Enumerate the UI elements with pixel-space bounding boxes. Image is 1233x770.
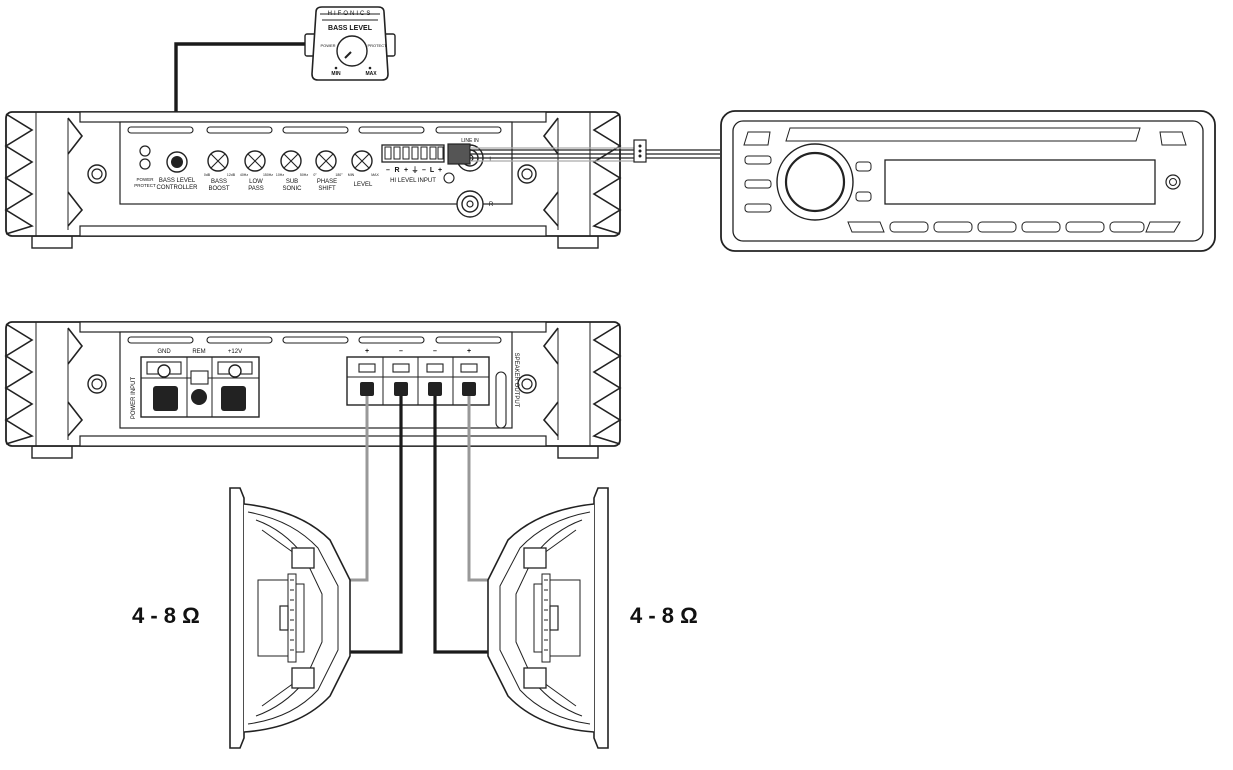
power-led-icon [139, 145, 151, 157]
knob-phase-shift[interactable] [315, 150, 337, 172]
knob-low-pass[interactable] [244, 150, 266, 172]
hi-level-term-7: + [438, 167, 442, 174]
rca-left-label: L [489, 157, 493, 163]
terminal-12v-label: +12V [228, 349, 242, 355]
power-label: POWER [136, 177, 154, 182]
rca-plug [447, 143, 471, 165]
knob-sub-sonic-label-2: SONIC [282, 186, 302, 192]
mount-screw-left-icon [87, 374, 107, 394]
speaker-wires [350, 396, 490, 654]
knob-bass-boost-max: 12dB [227, 173, 236, 177]
knob-low-pass-max: 150Hz [263, 173, 273, 177]
remote-right-tag: PROTECT [367, 43, 387, 48]
subwoofer-right [487, 487, 609, 749]
hi-level-term-1: – [386, 167, 390, 174]
hi-level-term-4: ⏚ [412, 166, 419, 174]
hi-level-term-2: R [394, 167, 399, 174]
knob-phase-shift-max: 180° [335, 173, 343, 177]
power-terminal-block[interactable] [140, 356, 260, 418]
speaker-terminal-block[interactable] [346, 356, 490, 406]
head-unit-display [884, 159, 1156, 205]
knob-bass-boost-label-2: BOOST [208, 186, 229, 192]
remote-left-tag: POWER [320, 43, 335, 48]
knob-level[interactable] [351, 150, 373, 172]
remote-brand: HIFONICS [328, 11, 373, 17]
hi-level-term-6: L [430, 167, 435, 174]
subwoofer-left [229, 487, 351, 749]
knob-sub-sonic-label: SUB [286, 179, 298, 185]
hi-level-input-label: HI LEVEL INPUT [390, 178, 436, 184]
knob-phase-shift-label-2: SHIFT [318, 186, 336, 192]
remote-max: MAX [365, 71, 377, 77]
protect-label: PROTECT [134, 183, 156, 188]
hi-level-input-terminal[interactable] [381, 144, 445, 163]
bass-level-controller-jack[interactable] [166, 151, 188, 173]
amplifier-bottom: POWER INPUT GND REM +12V + – – + [4, 321, 622, 459]
knob-level-max: MAX [371, 173, 379, 177]
rca-ring-icon [443, 172, 455, 184]
knob-bass-boost[interactable] [207, 150, 229, 172]
head-unit [720, 110, 1216, 252]
remote-title: BASS LEVEL [328, 25, 373, 32]
rca-jack-right[interactable] [456, 190, 484, 218]
terminal-gnd-label: GND [157, 349, 171, 355]
bass-level-remote[interactable]: HIFONICS BASS LEVEL POWER PROTECT MIN MA… [304, 6, 396, 81]
speaker-sign-2: – [399, 348, 403, 355]
knob-low-pass-label-2: PASS [248, 186, 264, 192]
knob-low-pass-min: 40Hz [240, 173, 248, 177]
terminal-rem-label: REM [192, 349, 205, 355]
knob-phase-shift-min: 0° [313, 173, 317, 177]
knob-bass-boost-label: BASS [211, 179, 227, 185]
hi-level-term-3: + [404, 167, 408, 174]
knob-phase-shift-label: PHASE [317, 179, 337, 185]
knob-low-pass-label: LOW [249, 179, 263, 185]
power-input-label: POWER INPUT [131, 377, 137, 420]
mount-screw-right-icon [517, 374, 537, 394]
rca-cable [470, 139, 720, 163]
remote-min: MIN [331, 71, 341, 77]
speaker-sign-4: + [467, 348, 471, 355]
knob-level-label: LEVEL [354, 182, 373, 188]
speaker-output-label: SPEAKER OUTPUT [513, 353, 519, 408]
remote-knob[interactable] [336, 35, 368, 67]
speaker-sign-3: – [433, 348, 437, 355]
knob-sub-sonic-min: 10Hz [276, 173, 284, 177]
hi-level-term-5: – [422, 167, 426, 174]
rca-right-label: R [489, 202, 494, 208]
speaker-sign-1: + [365, 348, 369, 355]
speaker-left-impedance: 4 - 8 Ω [132, 603, 200, 628]
mount-screw-right-icon [517, 164, 537, 184]
knob-level-min: MIN [348, 173, 355, 177]
amplifier-top: POWER PROTECT BASS LEVEL CONTROLLER 0dB … [4, 111, 622, 249]
knob-bass-boost-min: 0dB [204, 173, 211, 177]
bass-level-controller-label: BASS LEVEL [159, 178, 196, 184]
mount-screw-left-icon [87, 164, 107, 184]
bass-level-controller-label-2: CONTROLLER [156, 185, 198, 191]
protect-led-icon [139, 158, 151, 170]
knob-sub-sonic[interactable] [280, 150, 302, 172]
line-in-label: LINE IN [461, 138, 479, 144]
speaker-right-impedance: 4 - 8 Ω [630, 603, 698, 628]
knob-sub-sonic-max: 50Hz [300, 173, 308, 177]
